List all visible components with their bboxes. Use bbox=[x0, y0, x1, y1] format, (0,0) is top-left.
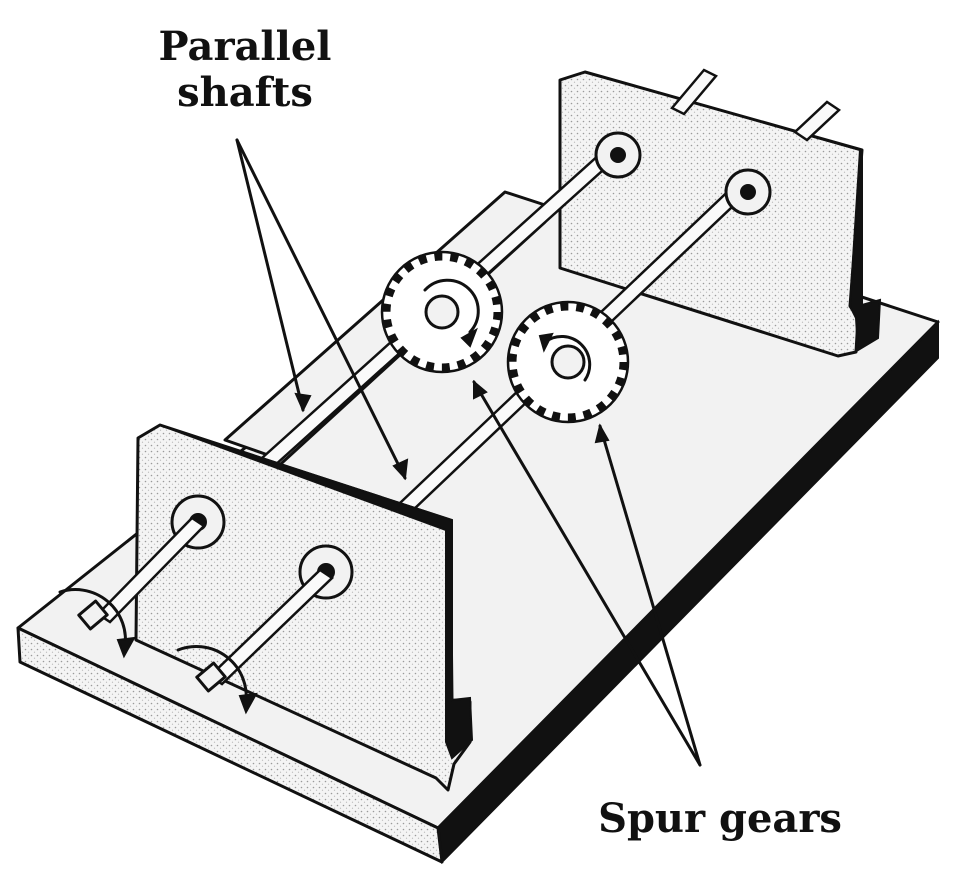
back-bearings bbox=[594, 131, 772, 216]
front-cranks bbox=[58, 516, 334, 715]
spur-gear-right bbox=[506, 300, 630, 424]
parallel-shafts-label-line1: Parallel bbox=[158, 23, 332, 70]
pointer-lines bbox=[235, 138, 702, 767]
parallel-shafts-label-line2: shafts bbox=[177, 69, 313, 116]
back-shaft-ends bbox=[670, 68, 842, 142]
spur-gears-label: Spur gears bbox=[598, 795, 842, 842]
spur-gear-left bbox=[380, 250, 504, 374]
parallel-shafts-label: Parallel shafts bbox=[150, 24, 340, 116]
